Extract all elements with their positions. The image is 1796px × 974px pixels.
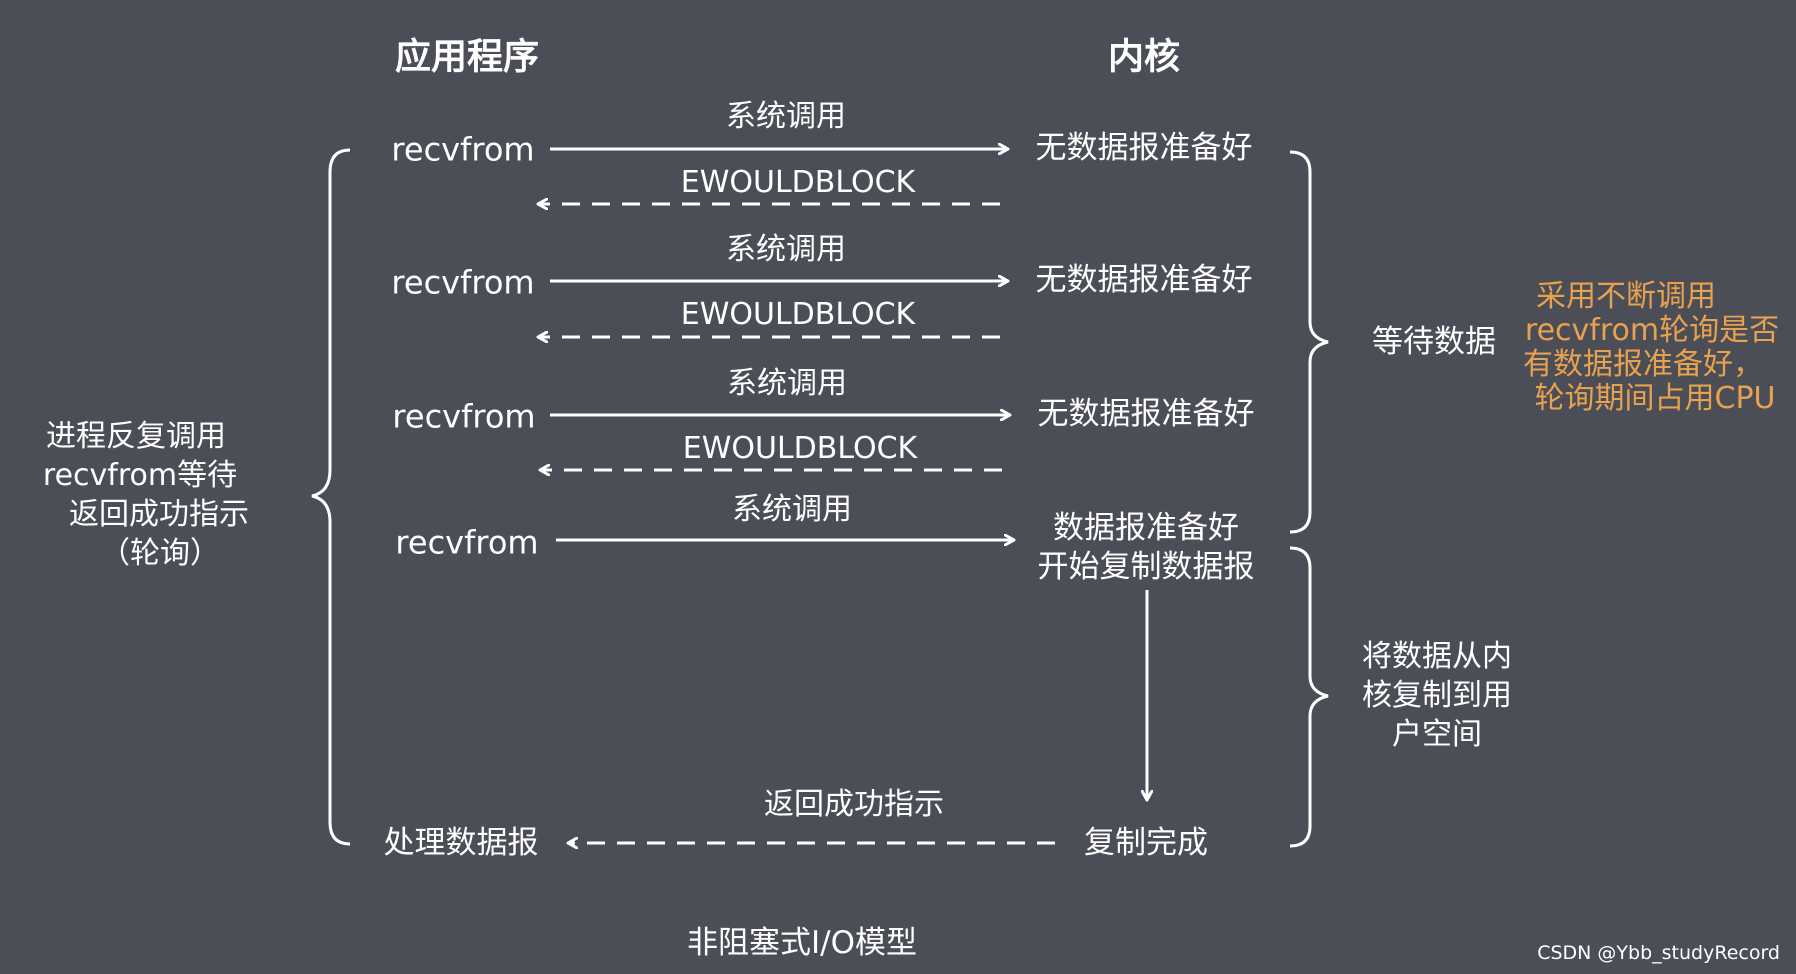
kernel-state-3: 无数据报准备好 (1037, 396, 1255, 433)
annotation-line-1: 采用不断调用 (1536, 278, 1716, 314)
syscall-label-4: 系统调用 (732, 491, 852, 527)
ewouldblock-label-2: EWOULDBLOCK (680, 296, 916, 332)
copy-brace (1289, 546, 1329, 848)
kernel-state-2: 无数据报准备好 (1035, 262, 1253, 299)
csdn-watermark: CSDN @Ybb_studyRecord (1537, 942, 1780, 964)
copy-label-line-1: 将数据从内 (1362, 638, 1512, 674)
copy-complete: 复制完成 (1084, 825, 1208, 862)
wait-data-label: 等待数据 (1372, 324, 1496, 361)
left-note-line-2: recvfrom等待 (42, 457, 238, 493)
wait-brace (1289, 150, 1329, 534)
copy-label-line-2: 核复制到用 (1362, 677, 1512, 713)
kernel-state-4-line-2: 开始复制数据报 (1037, 549, 1255, 586)
recvfrom-call-2: recvfrom (391, 263, 535, 302)
annotation-line-3: 有数据报准备好， (1523, 346, 1763, 382)
success-return-label: 返回成功指示 (764, 786, 944, 822)
copy-label-line-3: 户空间 (1392, 716, 1482, 752)
recvfrom-call-1: recvfrom (391, 130, 535, 169)
diagram-caption: 非阻塞式I/O模型 (687, 925, 917, 962)
left-note-line-4: （轮询） (100, 535, 220, 571)
annotation-line-4: 轮询期间占用CPU (1534, 380, 1776, 416)
ewouldblock-label-3: EWOULDBLOCK (682, 430, 918, 466)
syscall-label-3: 系统调用 (727, 365, 847, 401)
left-note-line-3: 返回成功指示 (69, 496, 249, 532)
ewouldblock-label-1: EWOULDBLOCK (680, 164, 916, 200)
kernel-state-4-line-1: 数据报准备好 (1053, 510, 1239, 547)
left-note-line-1: 进程反复调用 (46, 418, 226, 454)
recvfrom-call-4: recvfrom (395, 523, 539, 562)
left-brace (311, 148, 351, 846)
application-header: 应用程序 (394, 36, 540, 78)
process-datagram: 处理数据报 (383, 825, 539, 862)
kernel-header: 内核 (1107, 36, 1181, 78)
syscall-label-1: 系统调用 (726, 98, 846, 134)
syscall-label-2: 系统调用 (726, 231, 846, 267)
recvfrom-call-3: recvfrom (392, 397, 536, 436)
annotation-line-2: recvfrom轮询是否 (1524, 312, 1780, 348)
kernel-state-1: 无数据报准备好 (1035, 130, 1253, 167)
